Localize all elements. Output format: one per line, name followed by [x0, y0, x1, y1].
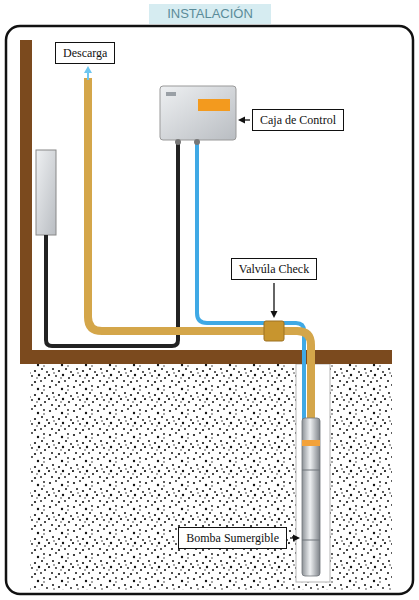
- title-tab: INSTALACIÓN: [149, 4, 271, 24]
- label-text: Bomba Sumergible: [186, 531, 279, 545]
- callout-label: Bomba Sumergible: [178, 527, 287, 549]
- pump-band: [302, 440, 320, 446]
- control-box-stripe: [198, 99, 230, 111]
- label-text: Caja de Control: [260, 113, 336, 127]
- control-box-detail: [166, 92, 176, 96]
- wall: [20, 40, 32, 364]
- electric-panel: [36, 150, 56, 235]
- leader-arrowhead: [238, 117, 245, 124]
- flow-arrow: [87, 72, 89, 80]
- check-valve: [264, 321, 284, 341]
- cable-gland: [194, 139, 200, 145]
- leader-arrowhead: [271, 311, 278, 318]
- leader-line: [273, 283, 274, 312]
- cable-gland: [175, 139, 181, 145]
- soil: [30, 364, 392, 590]
- control-box: [160, 86, 236, 140]
- callout-label: Caja de Control: [252, 109, 344, 131]
- callout-label: Descarga: [55, 42, 115, 64]
- pump-cable: [197, 142, 304, 420]
- callout-label: Valvúla Check: [231, 258, 317, 280]
- label-text: Descarga: [63, 46, 107, 60]
- power-cable: [46, 142, 178, 346]
- pump-ring: [302, 540, 320, 541]
- pump-body: [302, 418, 320, 576]
- ground: [20, 350, 392, 364]
- pump-ring: [302, 470, 320, 471]
- flow-arrowhead: [84, 66, 92, 73]
- frame: [6, 26, 413, 594]
- label-text: Valvúla Check: [239, 262, 309, 276]
- leader-arrowhead: [293, 535, 300, 542]
